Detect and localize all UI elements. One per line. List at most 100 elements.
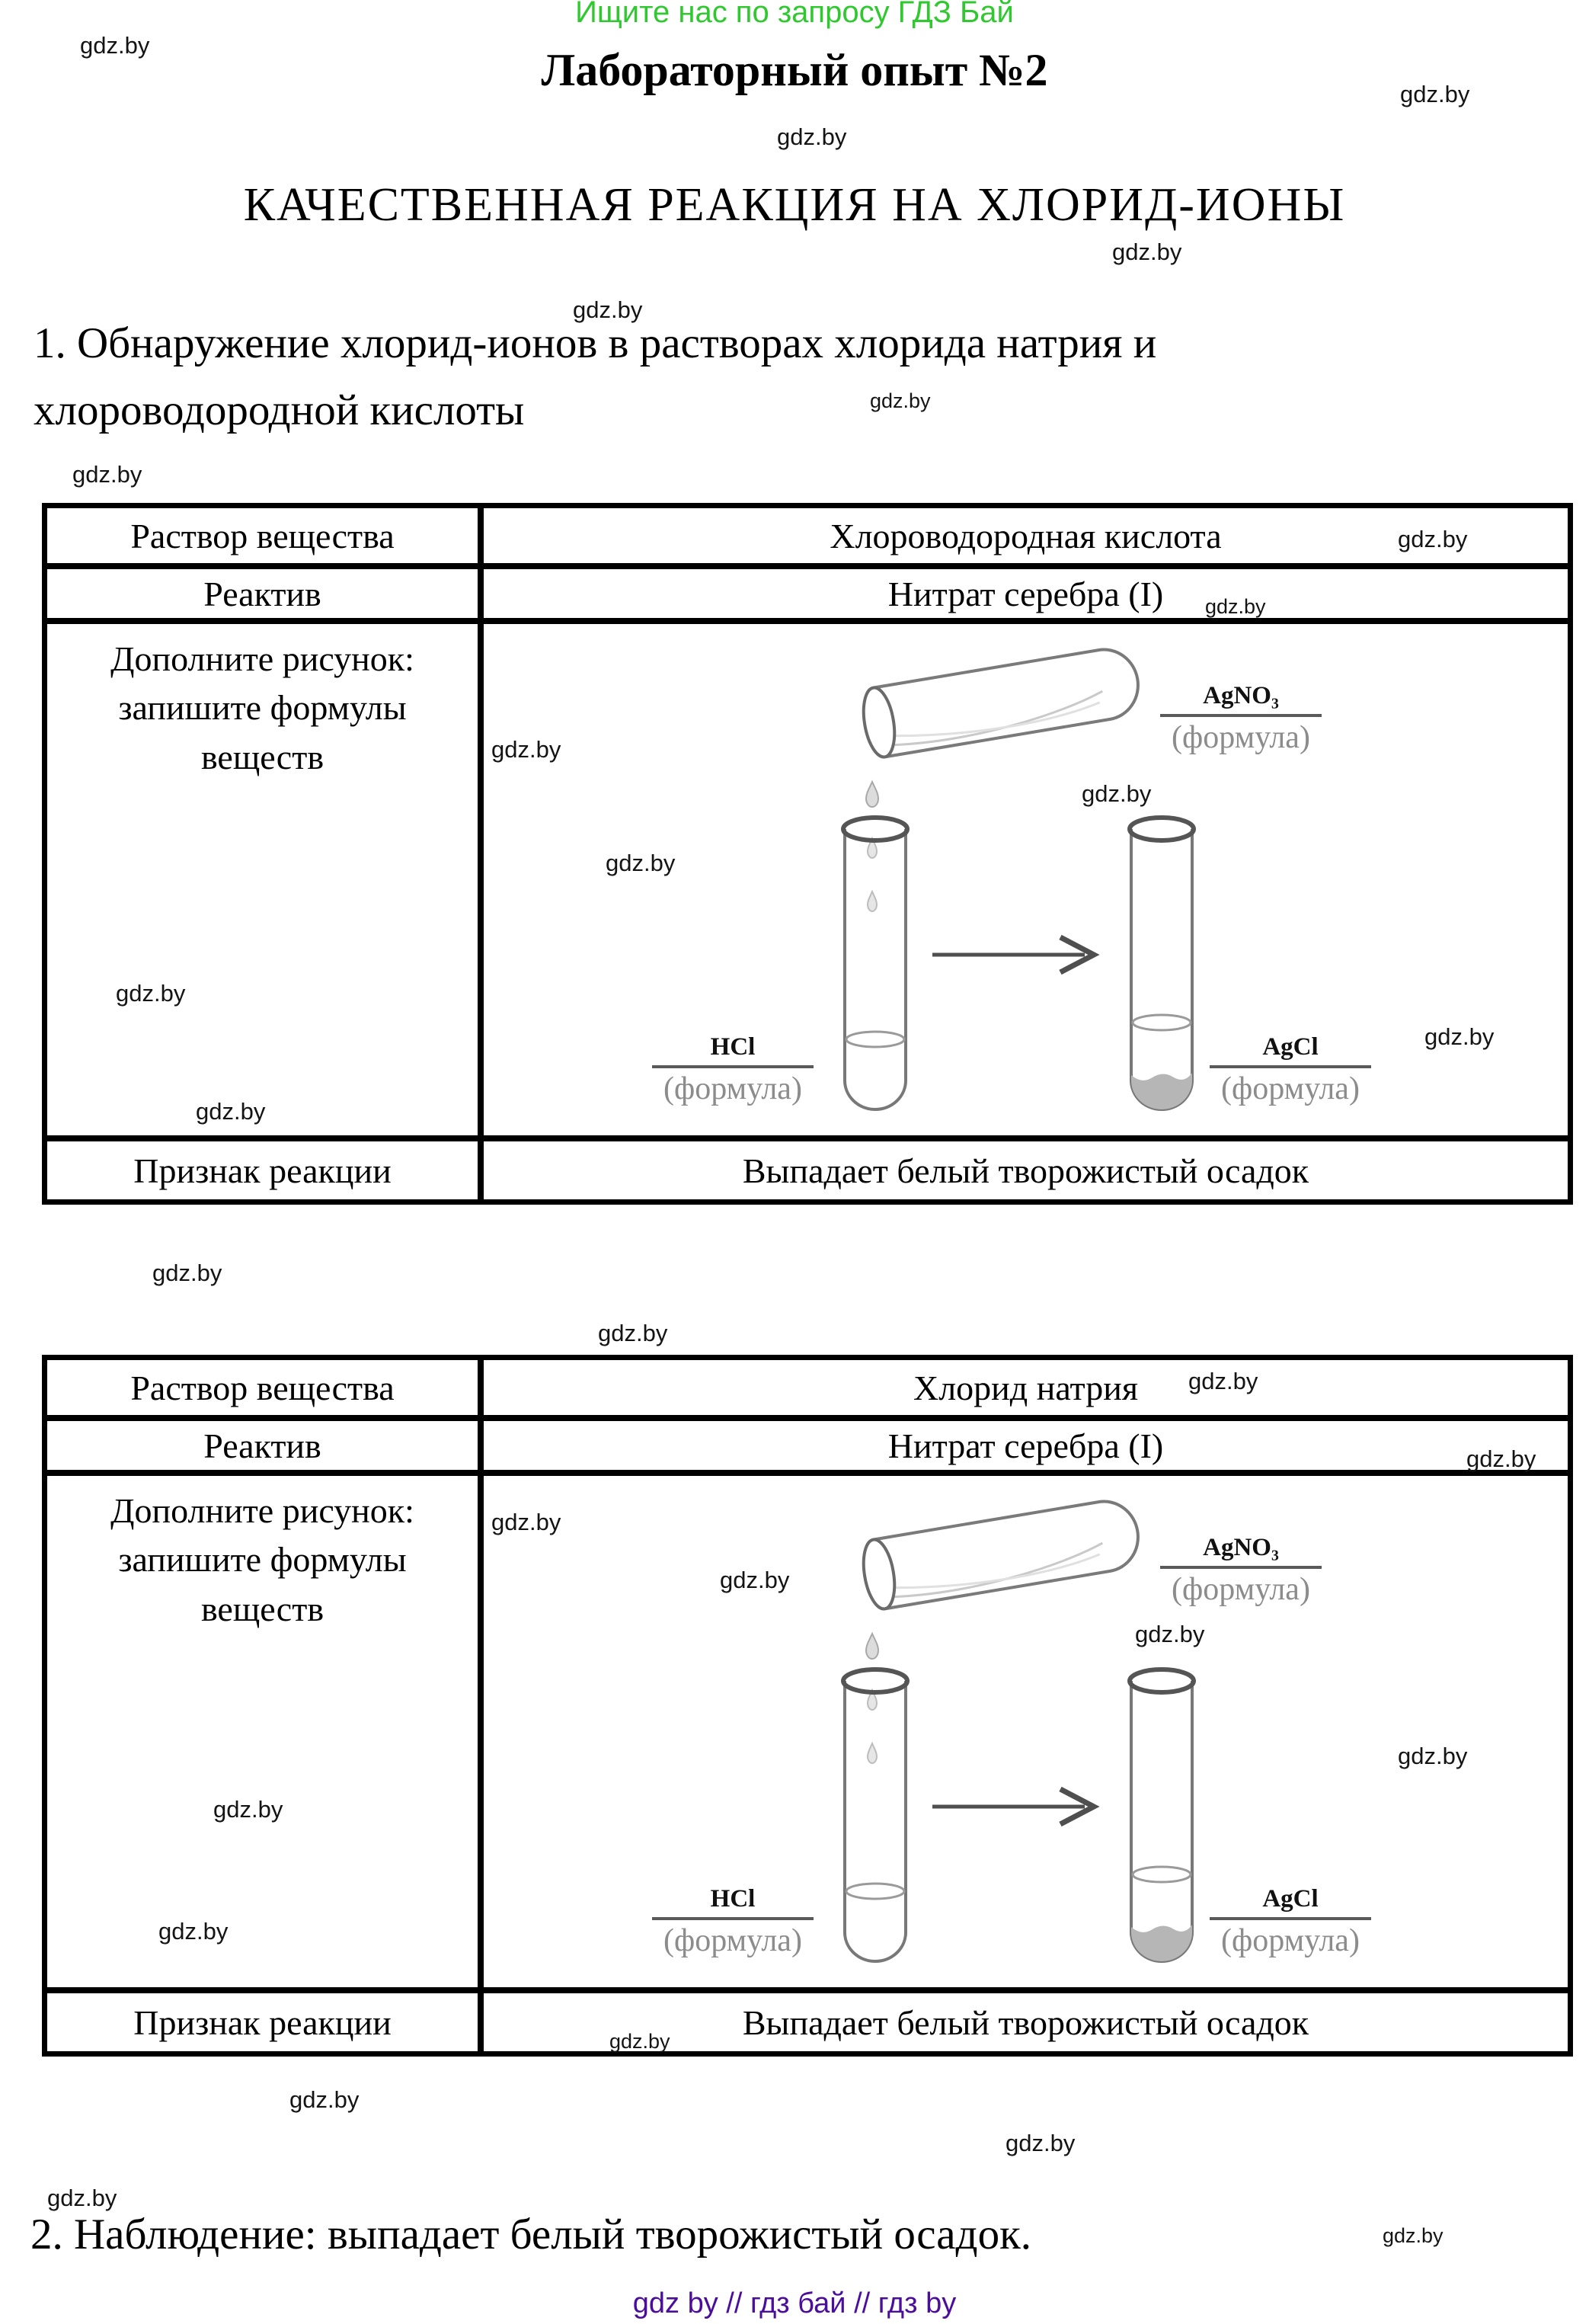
- watermark: gdz.by: [1398, 526, 1468, 552]
- arrow-icon: [932, 934, 1100, 975]
- right-test-tube-icon: [1127, 815, 1196, 1111]
- draw-instruction-line: Дополните рисунок:: [110, 1491, 414, 1530]
- watermark: gdz.by: [1188, 1368, 1258, 1394]
- watermark: gdz.by: [777, 123, 847, 150]
- solution-value: Хлорид натрия: [913, 1368, 1138, 1407]
- drop-icon: [866, 836, 878, 859]
- table-row: Реактив Нитрат серебра (I): [47, 569, 1568, 624]
- section1-heading-line1: 1. Обнаружение хлорид-ионов в растворах …: [34, 319, 1157, 367]
- formula-text: AgNO₃: [1160, 682, 1322, 717]
- watermark: gdz.by: [598, 1320, 668, 1346]
- reagent-value: Нитрат серебра (I): [887, 574, 1164, 613]
- formula-text: HCl: [652, 1033, 814, 1068]
- draw-instruction-line: веществ: [200, 1589, 325, 1628]
- formula-text: AgCl: [1210, 1885, 1371, 1920]
- watermark: gdz.by: [289, 2086, 360, 2113]
- table-row: Признак реакции Выпадает белый творожист…: [47, 1993, 1568, 2051]
- tube-mouth: [1127, 815, 1196, 843]
- table-row: Дополните рисунок: запишите формулы веще…: [47, 1476, 1568, 1993]
- table-row: Раствор вещества Хлороводородная кислота: [47, 508, 1568, 569]
- main-heading: КАЧЕСТВЕННАЯ РЕАКЦИЯ НА ХЛОРИД-ИОНЫ: [243, 179, 1346, 231]
- right-tube-formula-label: AgCl (формула): [1210, 1885, 1371, 1959]
- watermark: gdz.by: [491, 1509, 561, 1535]
- formula-hint: (формула): [663, 1923, 802, 1958]
- left-test-tube-icon: [841, 815, 910, 1111]
- watermark: gdz.by: [870, 389, 931, 412]
- draw-instruction-line: запишите формулы: [118, 1540, 407, 1580]
- formula-hint: (формула): [1172, 1572, 1310, 1607]
- draw-instruction: Дополните рисунок: запишите формулы веще…: [47, 1476, 484, 1987]
- watermark: gdz.by: [720, 1567, 790, 1593]
- watermark: gdz.by: [1383, 2224, 1444, 2247]
- left-tube-formula-label: HCl (формула): [652, 1885, 814, 1959]
- watermark: gdz.by: [1082, 780, 1152, 807]
- table-row: Признак реакции Выпадает белый творожист…: [47, 1141, 1568, 1199]
- liquid-level: [845, 1030, 906, 1048]
- watermark: gdz.by: [72, 461, 142, 488]
- pouring-tube-icon: [862, 1500, 1140, 1611]
- test-tube-scene: [841, 648, 1196, 1111]
- arrow-icon: [932, 1786, 1100, 1827]
- precipitate: [1131, 1925, 1192, 1961]
- table-hcl-experiment: Раствор вещества Хлороводородная кислота…: [42, 503, 1573, 1205]
- watermark: gdz.by: [1006, 2130, 1076, 2156]
- watermark: gdz.by: [152, 1260, 222, 1286]
- sign-value: Выпадает белый творожистый осадок: [742, 2002, 1309, 2042]
- precipitate: [1131, 1073, 1192, 1109]
- right-test-tube-icon: [1127, 1667, 1196, 1963]
- drop-icon: [865, 1631, 880, 1660]
- watermark: gdz.by: [196, 1098, 266, 1125]
- watermark: gdz.by: [158, 1918, 229, 1945]
- left-tube-formula-label: HCl (формула): [652, 1033, 814, 1107]
- diagram-hcl-agno3: AgNO₃ (формула) HCl (формула) AgCl (форм…: [478, 635, 1568, 1157]
- watermark: gdz.by: [606, 850, 676, 876]
- table-nacl-experiment: Раствор вещества Хлорид натрия Реактив Н…: [42, 1355, 1573, 2057]
- formula-hint: (формула): [1221, 1923, 1360, 1958]
- watermark: gdz.by: [1205, 595, 1266, 618]
- formula-hint: (формула): [1172, 720, 1310, 755]
- liquid-level: [1131, 1013, 1192, 1032]
- pouring-tube-icon: [862, 648, 1140, 759]
- solution-label: Раствор вещества: [47, 508, 484, 563]
- tube-mouth: [841, 815, 910, 843]
- drop-icon: [866, 889, 878, 912]
- watermark: gdz.by: [80, 32, 150, 59]
- draw-instruction-line: запишите формулы: [118, 688, 407, 728]
- watermark: gdz.by: [213, 1796, 283, 1823]
- draw-instruction-line: веществ: [200, 737, 325, 776]
- solution-value: Хлороводородная кислота: [830, 516, 1222, 555]
- watermark: gdz.by: [116, 980, 186, 1007]
- liquid-level: [845, 1882, 906, 1900]
- watermark: gdz.by: [573, 296, 643, 323]
- reagent-label: Реактив: [47, 569, 484, 618]
- watermark: gdz.by: [1466, 1445, 1536, 1472]
- formula-text: AgCl: [1210, 1033, 1371, 1068]
- watermark: gdz.by: [1424, 1023, 1495, 1050]
- sign-value: Выпадает белый творожистый осадок: [742, 1151, 1309, 1190]
- watermark: gdz.by: [1398, 1743, 1468, 1769]
- left-test-tube-icon: [841, 1667, 910, 1963]
- reagent-value: Нитрат серебра (I): [887, 1426, 1164, 1465]
- table-row: Реактив Нитрат серебра (I): [47, 1421, 1568, 1476]
- drop-icon: [866, 1741, 878, 1764]
- promo-banner: Ищите нас по запросу ГДЗ Бай: [575, 0, 1014, 29]
- reagent-label: Реактив: [47, 1421, 484, 1470]
- page-title: Лабораторный опыт №2: [541, 45, 1048, 95]
- tube-mouth: [1127, 1667, 1196, 1695]
- draw-instruction: Дополните рисунок: запишите формулы веще…: [47, 624, 484, 1135]
- diagram-nacl-agno3: AgNO₃ (формула) HCl (формула) AgCl (форм…: [478, 1487, 1568, 2009]
- watermark: gdz.by: [491, 736, 561, 763]
- sign-label: Признак реакции: [47, 1141, 484, 1199]
- watermark: gdz.by: [1112, 238, 1182, 265]
- liquid-level: [1131, 1865, 1192, 1884]
- right-tube-formula-label: AgCl (формула): [1210, 1033, 1371, 1107]
- drop-icon: [865, 779, 880, 808]
- drop-icon: [866, 1688, 878, 1711]
- solution-label: Раствор вещества: [47, 1360, 484, 1415]
- draw-instruction-line: Дополните рисунок:: [110, 639, 414, 678]
- formula-hint: (формула): [1221, 1071, 1360, 1106]
- formula-text: AgNO₃: [1160, 1534, 1322, 1569]
- watermark: gdz.by: [47, 2185, 117, 2211]
- sign-label: Признак реакции: [47, 1993, 484, 2051]
